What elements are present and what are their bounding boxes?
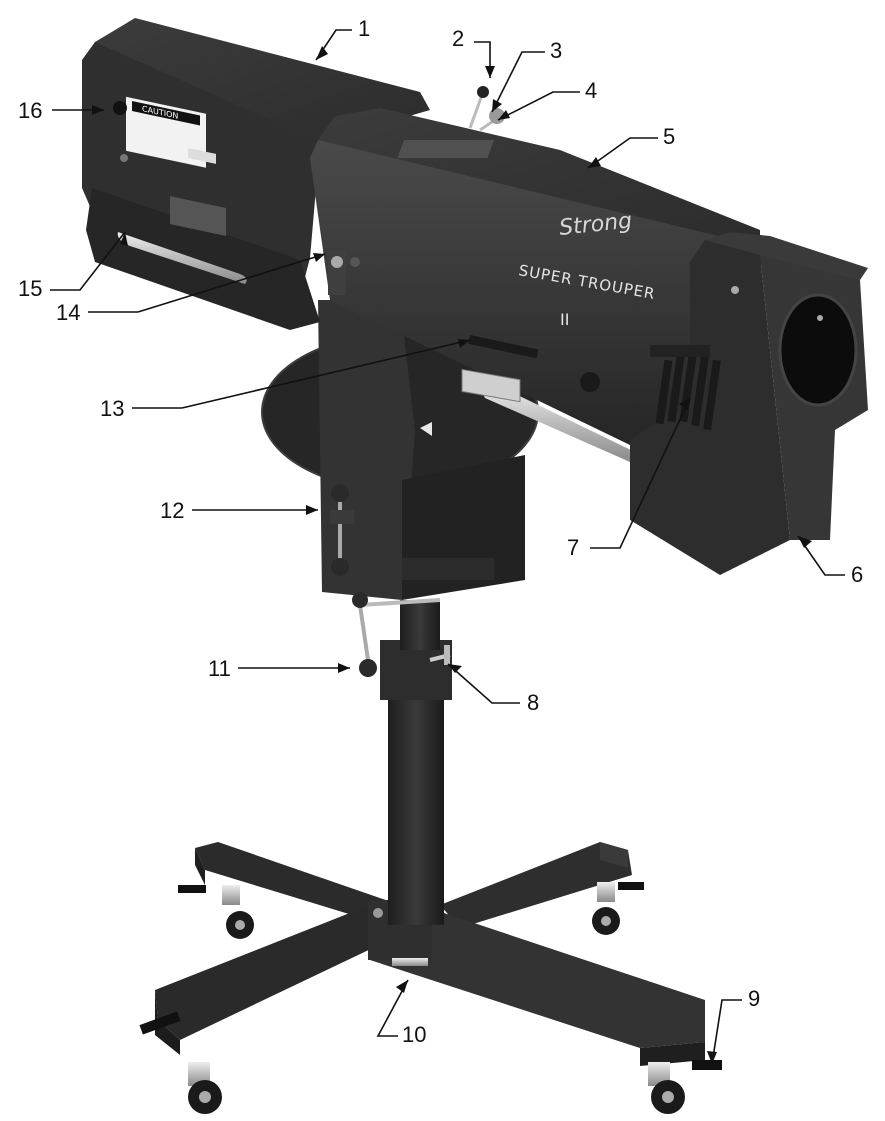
main-body: Strong SUPER TROUPER II xyxy=(310,108,760,462)
callout-7: 7 xyxy=(567,535,579,560)
tilt-pivot-bracket[interactable] xyxy=(328,250,360,295)
top-control-levers[interactable] xyxy=(397,86,505,158)
base-arm-front-left xyxy=(155,905,400,1040)
base-arm-front-right xyxy=(370,905,705,1048)
callout-16: 16 xyxy=(18,98,42,123)
foot-brake-back-left[interactable] xyxy=(178,885,206,893)
base-arm-back-left xyxy=(195,842,400,925)
caster-front-right[interactable] xyxy=(648,1062,685,1114)
nose-top xyxy=(700,232,868,280)
focus-handle[interactable] xyxy=(468,335,539,359)
callout-leaders xyxy=(50,29,845,1065)
body-rail xyxy=(480,383,635,462)
height-lock-knob[interactable] xyxy=(429,645,451,665)
caster-front-left[interactable] xyxy=(188,1062,222,1114)
foot-brake-back-right[interactable] xyxy=(618,882,644,890)
rear-carry-handle[interactable] xyxy=(117,232,247,284)
tilt-lock-handle[interactable] xyxy=(330,484,354,576)
callout-6: 6 xyxy=(851,562,863,587)
upper-pole xyxy=(400,600,440,650)
base-arm-back-right xyxy=(440,842,632,928)
body-side xyxy=(310,140,760,445)
caution-label: CAUTION xyxy=(126,96,206,168)
callout-8: 8 xyxy=(527,690,539,715)
callout-12: 12 xyxy=(160,498,184,523)
callout-5: 5 xyxy=(663,124,675,149)
nameplate xyxy=(170,196,226,237)
vent-grill xyxy=(461,368,521,403)
lamphouse-skirt xyxy=(86,188,320,330)
lower-pole xyxy=(388,690,444,925)
pan-lock-handle[interactable] xyxy=(352,592,441,677)
callout-13: 13 xyxy=(100,396,124,421)
caster-back-left[interactable] xyxy=(222,885,254,939)
callout-10: 10 xyxy=(402,1022,426,1047)
callout-1: 1 xyxy=(358,16,370,41)
rear-access-port[interactable] xyxy=(113,101,127,115)
callout-2: 2 xyxy=(452,26,464,51)
lens-opening xyxy=(780,295,856,405)
callout-9: 9 xyxy=(748,986,760,1011)
lamphouse: CAUTION xyxy=(82,18,430,330)
model-numeral-text: II xyxy=(560,310,569,329)
callout-4: 4 xyxy=(585,78,597,103)
yoke-plate xyxy=(318,300,415,600)
lamphouse-top xyxy=(95,18,430,142)
telescoping-pole xyxy=(380,600,452,925)
side-knob[interactable] xyxy=(580,372,600,392)
foot-brake-left[interactable] xyxy=(139,1011,181,1035)
caster-back-right[interactable] xyxy=(592,882,620,935)
foot-brake-right[interactable] xyxy=(692,1060,722,1070)
callout-14: 14 xyxy=(56,300,80,325)
callout-11: 11 xyxy=(208,656,231,681)
callout-15: 15 xyxy=(18,276,42,301)
callout-3: 3 xyxy=(550,38,562,63)
callout-labels: 1 2 3 4 5 6 7 8 9 10 11 12 13 14 15 16 xyxy=(18,16,863,1047)
base-clamp[interactable] xyxy=(392,958,428,966)
